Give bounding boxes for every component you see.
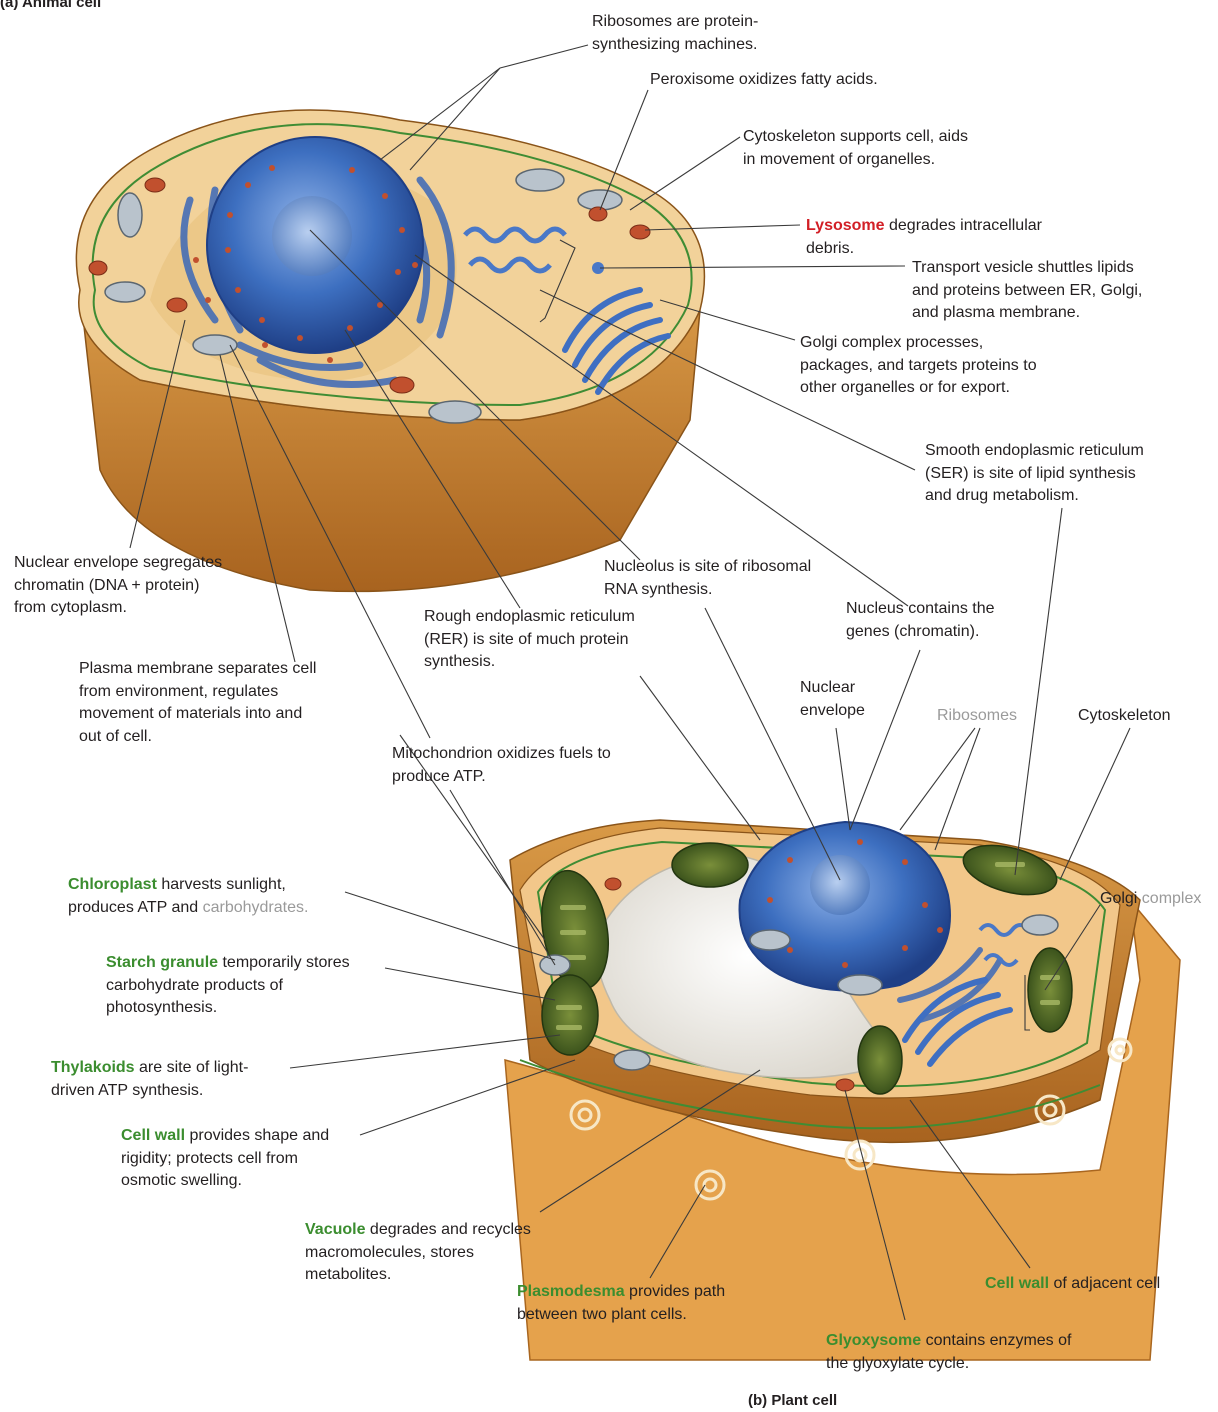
label-plant-nuclear-envelope: Nuclear envelope: [800, 677, 865, 722]
label-mitochondrion: Mitochondrion oxidizes fuels to produce …: [392, 743, 611, 788]
label-plant-golgi: Golgi complex: [1100, 888, 1201, 911]
label-glyoxysome: Glyoxysome contains enzymes of the glyox…: [826, 1330, 1071, 1375]
label-rough-er: Rough endoplasmic reticulum (RER) is sit…: [424, 606, 635, 674]
plant-cell-title: (b) Plant cell: [748, 1392, 837, 1409]
label-plant-cytoskeleton: Cytoskeleton: [1078, 705, 1171, 728]
label-golgi-complex: Golgi complex processes, packages, and t…: [800, 332, 1037, 400]
label-transport-vesicle: Transport vesicle shuttles lipids and pr…: [912, 257, 1142, 325]
label-thylakoids: Thylakoids are site of light- driven ATP…: [51, 1057, 248, 1102]
label-chloroplast: Chloroplast harvests sunlight, produces …: [68, 874, 308, 919]
label-lysosome: Lysosome degrades intracellular debris.: [806, 215, 1042, 260]
plant-nucleolus: [810, 855, 870, 915]
label-adjacent-cell-wall: Cell wall of adjacent cell: [985, 1273, 1160, 1296]
animal-cell: [76, 110, 704, 591]
label-peroxisome: Peroxisome oxidizes fatty acids.: [650, 69, 878, 92]
label-ribosomes: Ribosomes are protein- synthesizing mach…: [592, 11, 758, 56]
label-starch-granule: Starch granule temporarily stores carboh…: [106, 952, 350, 1020]
label-cell-wall: Cell wall provides shape and rigidity; p…: [121, 1125, 329, 1193]
label-nucleolus: Nucleolus is site of ribosomal RNA synth…: [604, 556, 811, 601]
label-nucleus: Nucleus contains the genes (chromatin).: [846, 598, 995, 643]
label-plant-ribosomes: Ribosomes: [937, 705, 1017, 728]
label-vacuole: Vacuole degrades and recycles macromolec…: [305, 1219, 531, 1287]
animal-nucleolus: [272, 196, 352, 276]
label-smooth-er: Smooth endoplasmic reticulum (SER) is si…: [925, 440, 1144, 508]
label-plasma-membrane: Plasma membrane separates cell from envi…: [79, 658, 316, 748]
label-cytoskeleton: Cytoskeleton supports cell, aids in move…: [743, 126, 968, 171]
label-nuclear-envelope: Nuclear envelope segregates chromatin (D…: [14, 552, 222, 620]
glyoxysome: [836, 1079, 854, 1091]
animal-cell-title: (a) Animal cell: [0, 0, 101, 11]
label-plasmodesma: Plasmodesma provides path between two pl…: [517, 1281, 725, 1326]
